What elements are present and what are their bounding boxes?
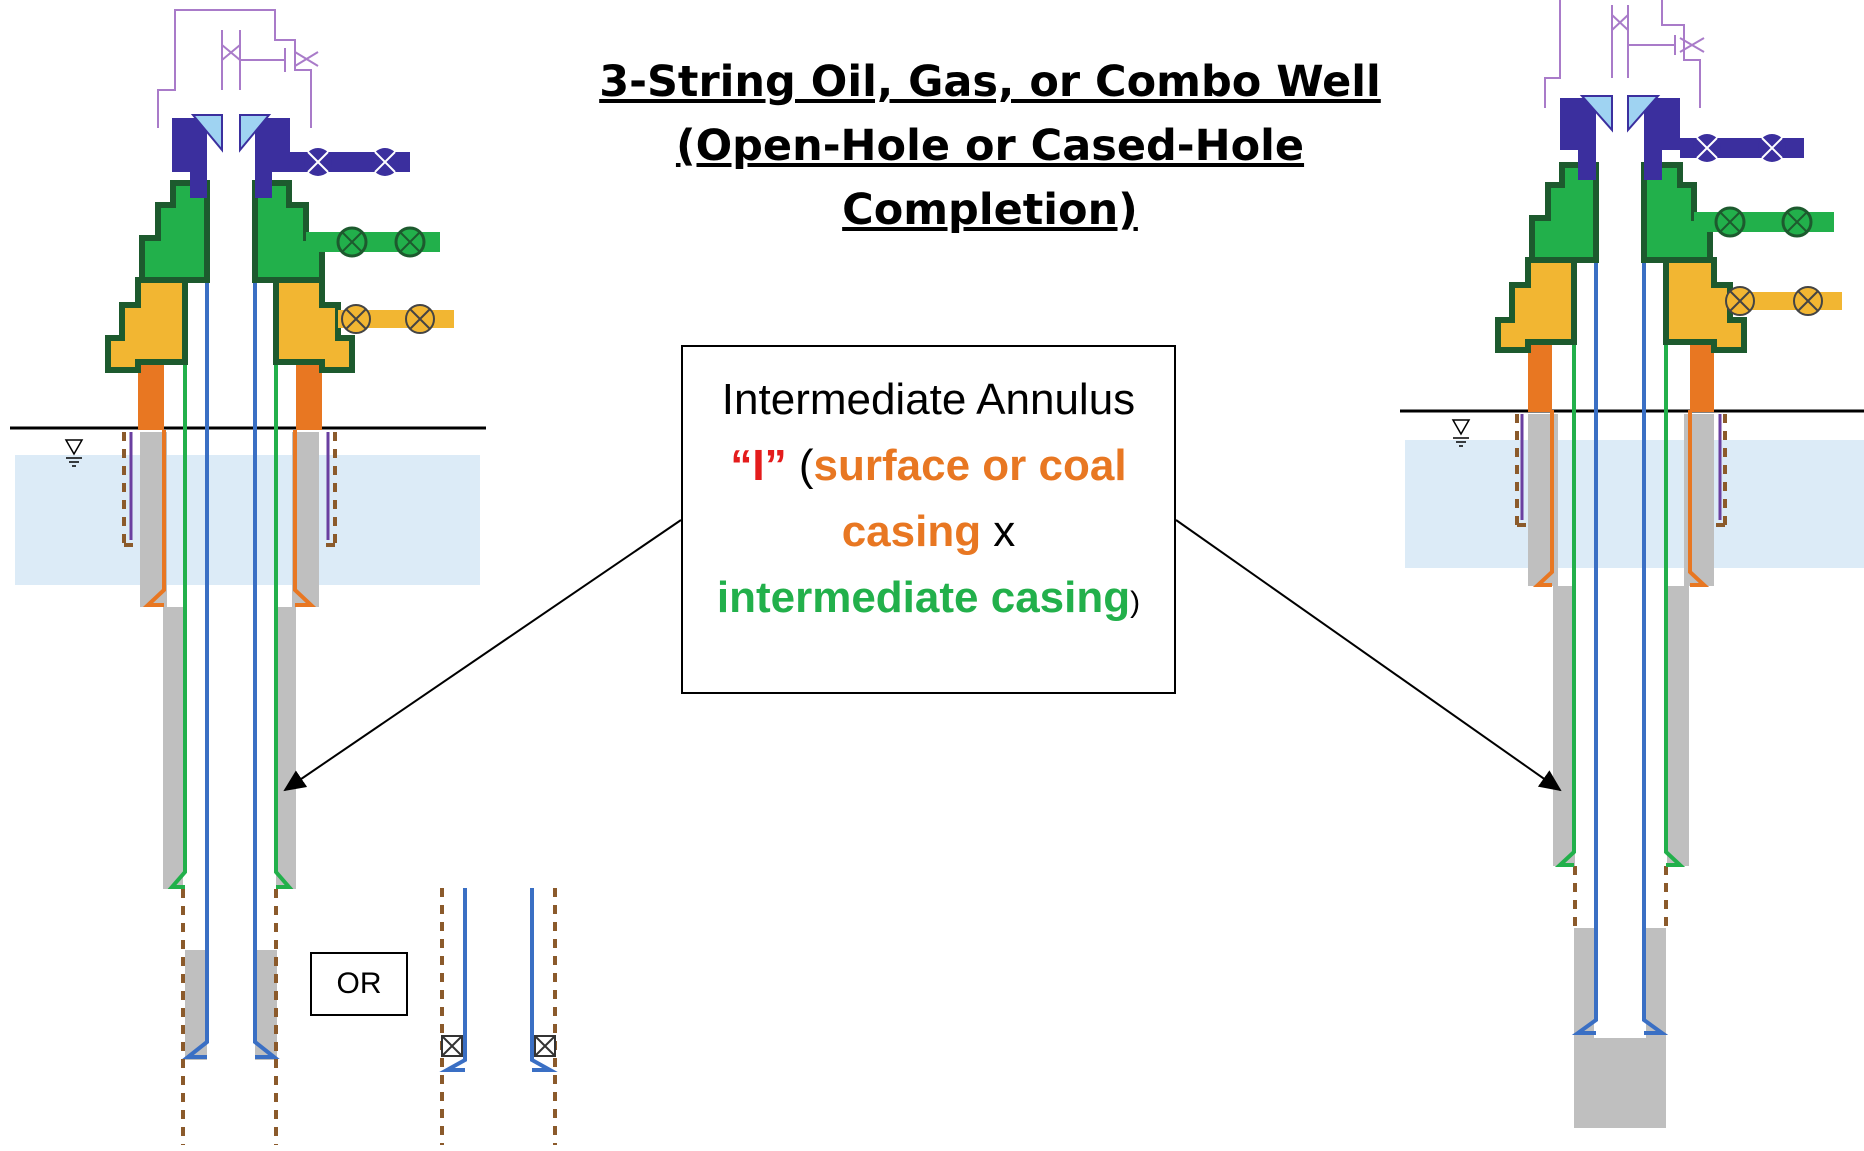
annulus-tag: “I”: [730, 441, 787, 490]
production-casing: [1642, 180, 1669, 1035]
tubing-hanger: [190, 114, 223, 153]
valve-icon: [290, 148, 410, 176]
cement-sheath: [255, 950, 277, 1060]
tubing-head: [172, 118, 207, 198]
intermediate-casing: [1554, 260, 1576, 867]
tubing-head: [1644, 98, 1680, 180]
conductor-borehole: [122, 432, 337, 1145]
tubing-head: [1560, 98, 1596, 180]
cement-sheath: [276, 607, 296, 889]
conductor-borehole: [1515, 414, 1727, 928]
packer-icon: [441, 1035, 556, 1057]
surface-casing: [142, 430, 166, 607]
christmas-tree: [1544, 0, 1705, 108]
water-table-icon: [1451, 419, 1471, 447]
open-hole: [1594, 928, 1646, 1038]
intermediate-casing: [167, 280, 187, 889]
aquifer-zone: [1405, 440, 1864, 568]
intermediate-head: [252, 180, 325, 283]
production-casing: [1571, 180, 1598, 1035]
intermediate-head: [1641, 162, 1713, 263]
production-casing: [182, 195, 209, 1059]
annulus-callout: Intermediate Annulus “I” (surface or coa…: [681, 345, 1176, 694]
valve-icon: [338, 304, 454, 334]
intermediate-head: [139, 180, 210, 283]
surface-casing: [1532, 410, 1554, 587]
cased-hole-option: [439, 888, 558, 1145]
paren-close: ): [1130, 586, 1141, 619]
valve-icon: [1694, 206, 1834, 238]
arrow-icon: [1175, 519, 1562, 792]
aquifer-zone: [15, 455, 480, 585]
surface-casing-label: surface or coal casing: [813, 441, 1127, 556]
surface-casing: [1688, 410, 1710, 587]
tubing-hanger: [1579, 95, 1613, 133]
or-label: OR: [310, 952, 408, 1016]
intermediate-head: [1529, 162, 1599, 263]
callout-body: “I” (surface or coal casing x intermediat…: [683, 433, 1174, 636]
arrow-icon: [283, 519, 682, 792]
water-table-icon: [64, 439, 84, 467]
title-line-2: (Open-Hole or Cased-Hole Completion): [675, 121, 1305, 235]
cement-sheath: [185, 950, 207, 1060]
casing-head-yellow: [105, 277, 188, 373]
times-sign: x: [981, 507, 1016, 556]
tubing-hanger: [1627, 95, 1661, 133]
cement-sheath: [163, 607, 183, 889]
christmas-tree: [157, 9, 319, 128]
title-line-1: 3-String Oil, Gas, or Combo Well: [599, 57, 1381, 107]
callout-heading: Intermediate Annulus: [721, 375, 1136, 424]
right-well: [1400, 0, 1864, 1128]
intermediate-casing: [1664, 260, 1686, 867]
intermediate-casing-label: intermediate casing: [716, 573, 1131, 622]
casing-head-orange: [138, 362, 322, 430]
cement-sheath: [1667, 586, 1689, 866]
valve-icon: [1680, 134, 1804, 162]
production-casing: [253, 195, 280, 1059]
tubing-hanger: [239, 114, 272, 153]
valve-icon: [1725, 286, 1842, 316]
paren-open: (: [786, 441, 814, 490]
cement-sheath: [1553, 586, 1575, 866]
left-well: [10, 9, 486, 1145]
valve-icon: [306, 226, 440, 258]
intermediate-casing: [274, 280, 294, 889]
casing-head-orange: [1528, 342, 1714, 412]
diagram-title: 3-String Oil, Gas, or Combo Well (Open-H…: [540, 50, 1440, 242]
casing-head-yellow: [1495, 257, 1577, 353]
tubing-head: [255, 118, 290, 198]
surface-casing: [293, 430, 317, 607]
